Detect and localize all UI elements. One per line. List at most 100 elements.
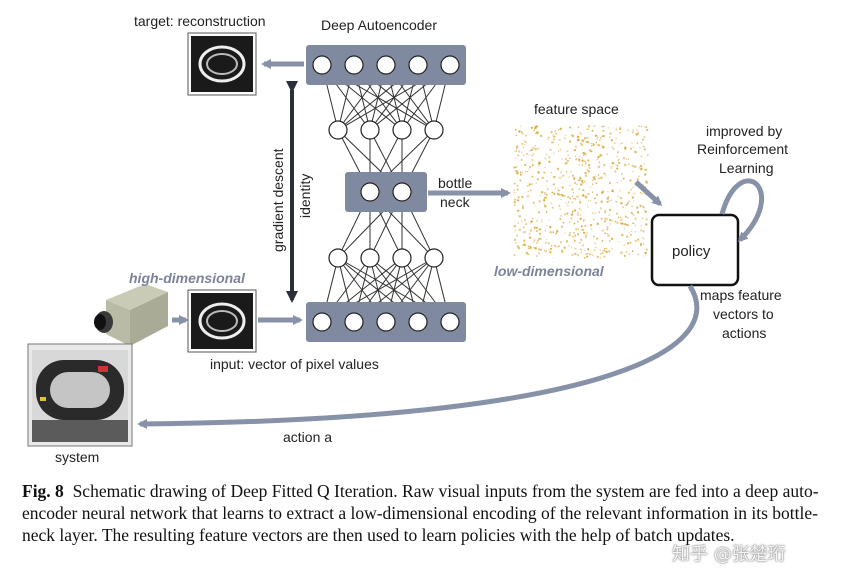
- feature-point: [549, 247, 552, 250]
- feature-point: [623, 244, 625, 246]
- feature-point: [567, 150, 569, 152]
- feature-point: [576, 213, 580, 216]
- feature-point: [637, 253, 640, 256]
- feature-point: [571, 188, 574, 191]
- feature-point: [625, 251, 628, 253]
- feature-point: [599, 249, 601, 251]
- feature-point: [546, 180, 548, 183]
- feature-point: [632, 146, 634, 148]
- feature-point: [644, 173, 647, 176]
- feature-point: [635, 133, 638, 136]
- feature-point: [536, 220, 538, 222]
- feature-point: [528, 232, 531, 235]
- feature-point: [633, 200, 635, 202]
- feature-point: [546, 239, 548, 241]
- feature-point: [523, 241, 525, 243]
- neuron: [392, 182, 412, 202]
- feature-point: [515, 134, 518, 137]
- feature-point: [518, 199, 520, 202]
- feature-point: [534, 126, 537, 129]
- feature-point: [568, 234, 571, 237]
- feature-point: [574, 252, 577, 255]
- feature-point: [624, 223, 627, 226]
- feature-point: [582, 231, 586, 235]
- feature-point: [580, 238, 583, 241]
- feature-point: [645, 126, 648, 128]
- feature-point: [517, 222, 520, 224]
- feature-point: [553, 192, 555, 194]
- feature-point: [591, 191, 594, 193]
- feature-point: [527, 247, 530, 250]
- feature-point: [643, 238, 645, 240]
- feature-point: [581, 194, 585, 197]
- feature-point: [583, 137, 587, 140]
- feature-point: [571, 210, 574, 213]
- feature-point: [637, 238, 640, 241]
- policy-label: policy: [672, 243, 711, 260]
- feature-point: [602, 249, 605, 252]
- feature-point: [592, 218, 595, 221]
- feature-point: [578, 188, 581, 190]
- feature-point: [612, 147, 615, 150]
- feature-point: [599, 253, 602, 255]
- feature-point: [641, 237, 644, 239]
- feature-point: [618, 241, 620, 243]
- feature-point: [579, 177, 582, 180]
- feature-point: [596, 138, 598, 140]
- feature-point: [535, 255, 538, 258]
- feature-space-cloud: [513, 125, 649, 259]
- feature-point: [516, 199, 519, 202]
- feature-point: [578, 207, 581, 210]
- feature-point: [608, 250, 611, 253]
- feature-point: [607, 127, 610, 129]
- feature-point: [611, 189, 614, 192]
- feature-point: [556, 229, 559, 233]
- feature-point: [525, 152, 529, 156]
- bottleneck-layer-box: [345, 172, 427, 212]
- feature-point: [592, 143, 595, 145]
- arrow-action-to-system: [137, 284, 700, 429]
- feature-point: [615, 163, 617, 165]
- feature-point: [571, 201, 574, 204]
- feature-point: [552, 134, 554, 136]
- feature-point: [616, 167, 619, 170]
- feature-point: [596, 222, 599, 226]
- feature-point: [616, 181, 619, 184]
- feature-point: [569, 157, 571, 160]
- network-neurons: [312, 55, 460, 332]
- feature-point: [589, 223, 593, 227]
- feature-point: [578, 159, 581, 162]
- feature-point: [535, 132, 538, 135]
- feature-point: [642, 206, 645, 209]
- feature-point: [595, 247, 597, 249]
- feature-point: [530, 228, 533, 230]
- feature-point: [547, 138, 549, 140]
- feature-point: [569, 141, 571, 144]
- feature-point: [559, 241, 563, 244]
- feature-point: [573, 181, 577, 185]
- feature-point: [590, 150, 593, 153]
- feature-point: [579, 214, 582, 216]
- feature-point: [538, 165, 540, 167]
- feature-point: [514, 169, 517, 172]
- feature-point: [584, 234, 588, 237]
- feature-point: [605, 217, 608, 221]
- feature-point: [643, 148, 647, 151]
- feature-point: [524, 170, 527, 173]
- feature-point: [616, 164, 619, 167]
- feature-point: [588, 163, 591, 167]
- feature-point: [618, 161, 621, 164]
- feature-point: [544, 205, 547, 208]
- feature-point: [639, 244, 642, 247]
- feature-point: [523, 139, 525, 142]
- feature-point: [574, 236, 576, 238]
- feature-point: [596, 136, 599, 139]
- feature-point: [572, 231, 575, 234]
- feature-point: [550, 202, 552, 204]
- feature-point: [600, 136, 602, 139]
- feature-point: [578, 164, 581, 166]
- feature-point: [521, 220, 523, 222]
- feature-point: [599, 153, 602, 156]
- feature-point: [620, 218, 623, 221]
- feature-point: [516, 154, 520, 157]
